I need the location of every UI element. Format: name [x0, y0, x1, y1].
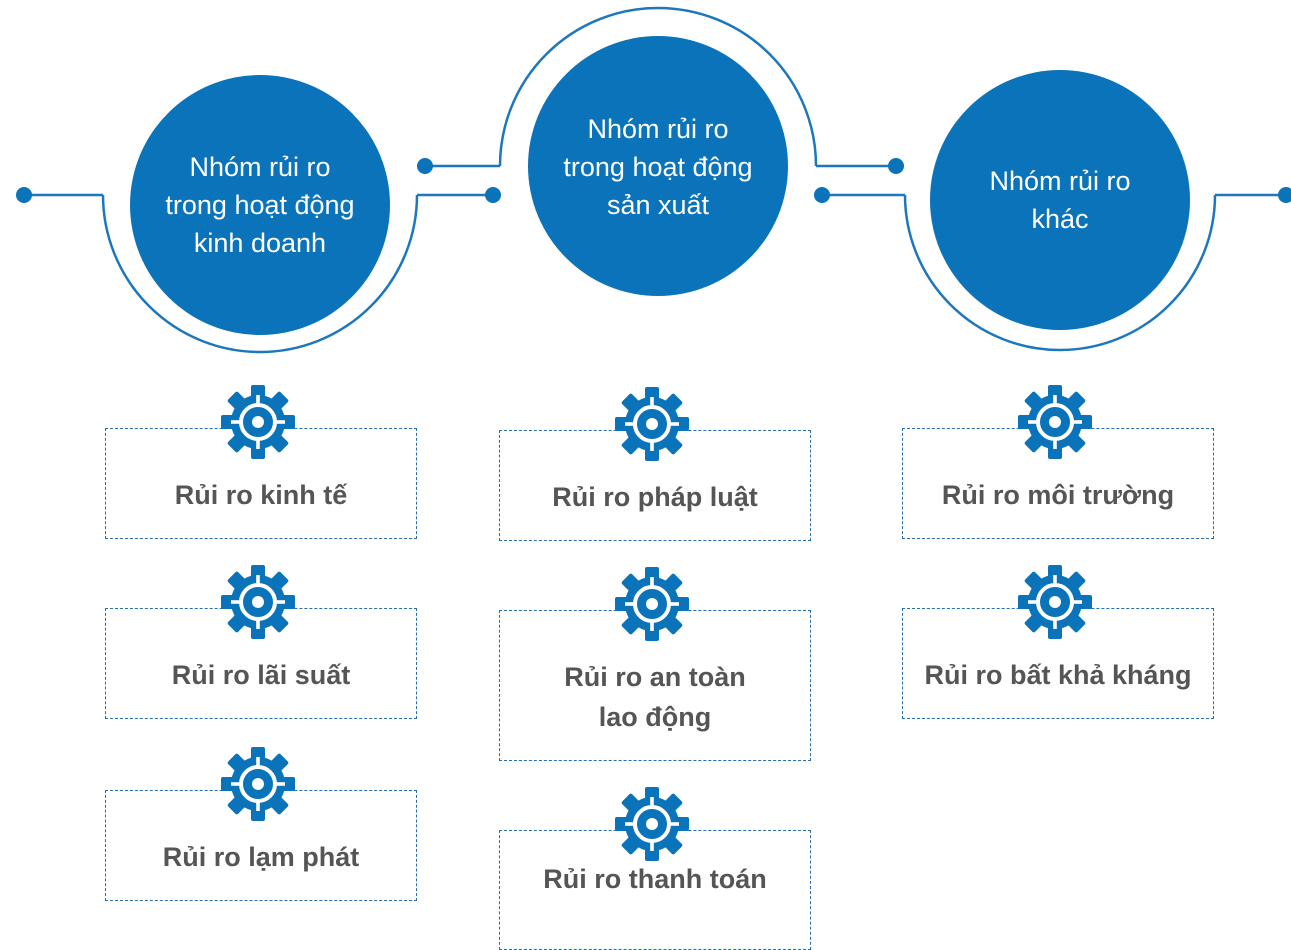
- gear-target-icon: [221, 385, 295, 459]
- risk-box: Rủi ro lãi suất: [105, 608, 417, 719]
- risk-label: Rủi ro thanh toán: [543, 864, 767, 894]
- connector-dot: [888, 158, 904, 174]
- group-title-3: Nhóm rủi ro khác: [989, 166, 1131, 234]
- arc-group-3: [903, 194, 1217, 352]
- risk-box: Rủi ro lạm phát: [105, 790, 417, 901]
- connector-dot: [1278, 187, 1291, 203]
- risk-label: Rủi ro an toàn lao động: [564, 661, 746, 732]
- group-circle-1: [130, 75, 390, 335]
- risk-box: Rủi ro bất khả kháng: [902, 608, 1214, 719]
- arc-group-2: [498, 6, 818, 167]
- gear-target-icon: [615, 567, 689, 641]
- risk-box: Rủi ro pháp luật: [499, 430, 811, 541]
- group-title-2: Nhóm rủi ro trong hoạt động sản xuất: [563, 114, 753, 220]
- risk-label: Rủi ro lạm phát: [162, 841, 360, 872]
- group-circle-2: [528, 36, 788, 296]
- group-circle-3: [930, 70, 1190, 330]
- connector-dot: [814, 187, 830, 203]
- connector-dot: [16, 187, 32, 203]
- risk-label: Rủi ro pháp luật: [552, 481, 758, 512]
- risk-label: Rủi ro kinh tế: [174, 479, 348, 510]
- risk-label: Rủi ro bất khả kháng: [924, 659, 1192, 690]
- gear-target-icon: [1018, 385, 1092, 459]
- gear-target-icon: [615, 787, 689, 861]
- group-title-1: Nhóm rủi ro trong hoạt động kinh doanh: [165, 152, 355, 258]
- gear-target-icon: [1018, 565, 1092, 639]
- connector-dot: [485, 187, 501, 203]
- risk-label: Rủi ro lãi suất: [171, 659, 351, 690]
- gear-target-icon: [615, 387, 689, 461]
- gear-target-icon: [221, 747, 295, 821]
- connector-dot: [417, 158, 433, 174]
- risk-label: Rủi ro môi trường: [941, 479, 1175, 510]
- arc-group-1: [101, 194, 419, 354]
- gear-target-icon: [221, 565, 295, 639]
